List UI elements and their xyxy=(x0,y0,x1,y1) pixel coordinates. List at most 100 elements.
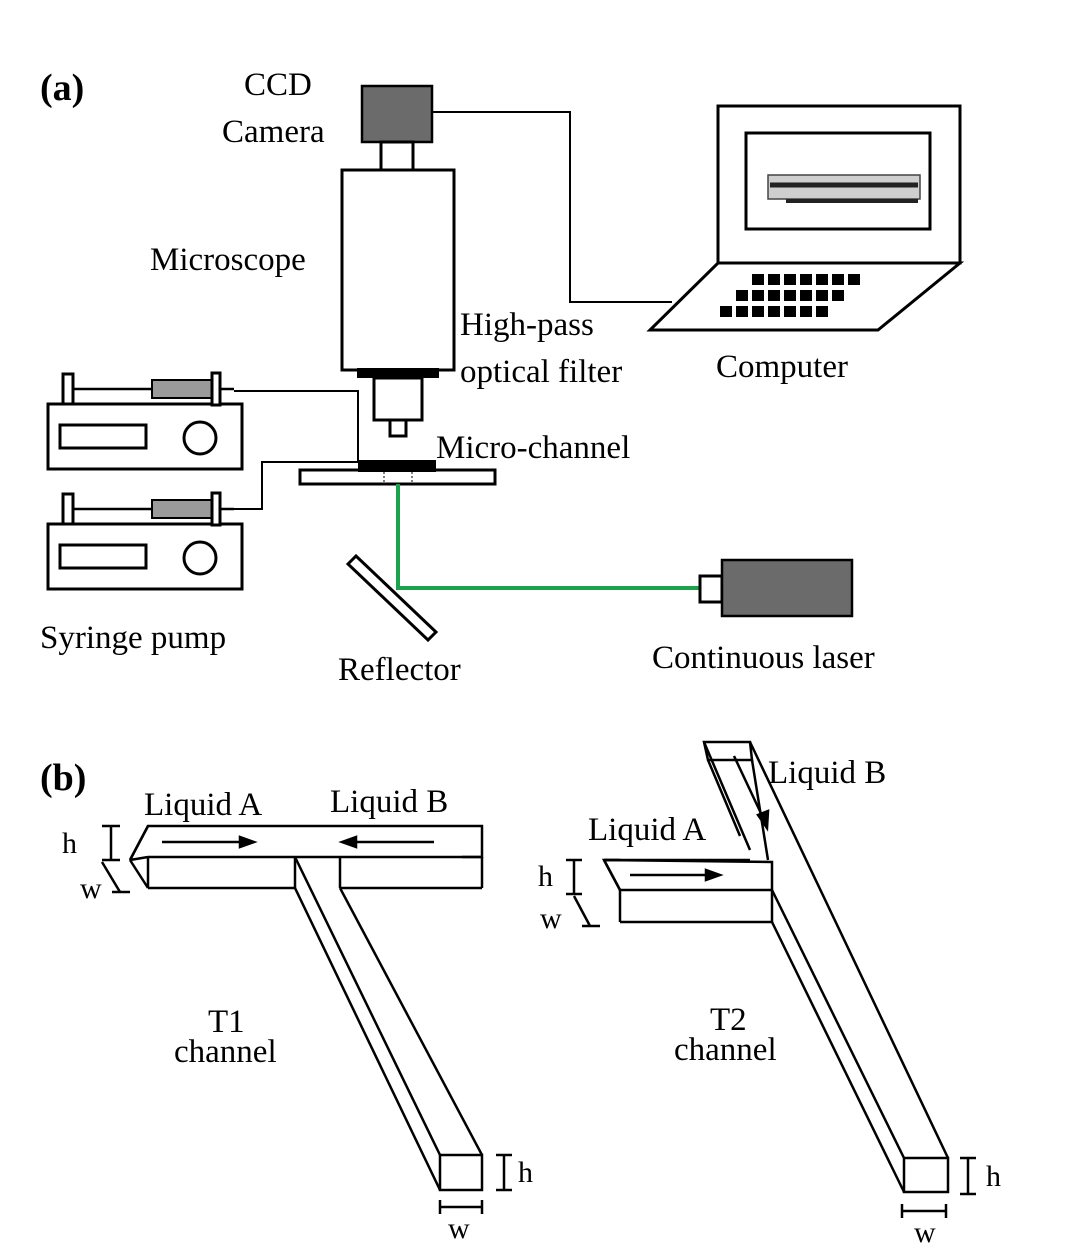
laser-aperture xyxy=(698,574,724,604)
computer-label: Computer xyxy=(716,349,848,385)
t1-arrowhead-b xyxy=(338,835,358,849)
pump-1-clamp xyxy=(210,371,222,407)
pump-1-post xyxy=(61,372,75,406)
keyboard-key xyxy=(720,306,732,317)
t1-h-label: h xyxy=(62,827,77,860)
t1-hout-label: h xyxy=(518,1156,533,1189)
camera-mount xyxy=(379,140,415,172)
stage-plate xyxy=(298,468,497,486)
t2-inlet-left-inner xyxy=(706,759,742,837)
t1-outlet-left xyxy=(293,856,442,1156)
keyboard-key xyxy=(784,274,796,285)
camera-cable xyxy=(432,111,672,303)
t1-liquid-b-label: Liquid B xyxy=(330,784,448,820)
keyboard-key xyxy=(816,274,828,285)
filter-label-line1: High-pass xyxy=(460,307,594,343)
panel-b-tag: (b) xyxy=(40,757,86,799)
pump-2-display xyxy=(58,543,148,570)
microchannel-label: Micro-channel xyxy=(436,430,630,466)
reflector-label: Reflector xyxy=(338,652,461,688)
keyboard-key xyxy=(832,274,844,285)
t2-inlet-a-corner xyxy=(602,859,622,891)
filter-label-line2: optical filter xyxy=(460,354,622,390)
computer xyxy=(646,104,965,332)
keyboard-key xyxy=(800,306,812,317)
pump-1-knob xyxy=(182,420,218,456)
t1-back-left xyxy=(128,825,150,861)
pump-1-tube xyxy=(234,390,359,462)
t2-liquid-b-label: Liquid B xyxy=(768,755,886,791)
t1-outlet-end xyxy=(438,1153,484,1192)
t2-inlet-left-outer xyxy=(702,741,752,851)
t1-w-bar xyxy=(100,861,122,893)
microscope xyxy=(340,168,456,438)
pump-2-knob xyxy=(182,540,218,576)
t1-wout-label: w xyxy=(448,1212,470,1245)
t1-outlet-inner xyxy=(293,887,442,1191)
pump-1-display xyxy=(58,423,148,450)
pump-2-clamp xyxy=(210,491,222,527)
keyboard-key xyxy=(800,274,812,285)
t2-arrowhead-a xyxy=(704,868,724,882)
t1-name-line2: channel xyxy=(174,1034,277,1070)
keyboard-key xyxy=(768,274,780,285)
continuous-laser xyxy=(698,558,854,618)
syringe-pump-1 xyxy=(46,371,244,471)
t2-outlet-inner xyxy=(770,921,906,1193)
t2-w-label: w xyxy=(540,902,562,935)
t2-hout-label: h xyxy=(986,1160,1001,1193)
t1-liquid-a-label: Liquid A xyxy=(144,787,262,823)
keyboard-key xyxy=(848,274,860,285)
syringe-pump-2 xyxy=(46,491,244,591)
laser-body xyxy=(720,558,854,618)
t2-arrowhead-b xyxy=(756,809,770,832)
objective-tip xyxy=(388,418,408,438)
microchannel-chip xyxy=(358,460,436,472)
pump-1-syringe xyxy=(151,379,219,399)
t2-outlet-end xyxy=(902,1156,950,1194)
camera-label-line2: Camera xyxy=(222,114,325,150)
t1-name-line1: T1 xyxy=(208,1004,245,1040)
t1-corner xyxy=(129,855,149,862)
microscope-label: Microscope xyxy=(150,242,306,278)
keyboard-key xyxy=(816,306,828,317)
t2-main-right xyxy=(748,741,950,1159)
panel-b: (b) xyxy=(40,740,1001,1247)
t2-channel xyxy=(566,740,976,1218)
keyboard-key xyxy=(784,306,796,317)
t2-wout-label: w xyxy=(914,1216,936,1247)
t1-outlet-right xyxy=(338,887,484,1156)
keyboard-key xyxy=(832,290,844,301)
keyboard-key xyxy=(816,290,828,301)
optical-filter xyxy=(357,368,439,378)
keyboard-key xyxy=(784,290,796,301)
keyboard-key xyxy=(768,306,780,317)
keyboard-key xyxy=(736,290,748,301)
t2-name-line1: T2 xyxy=(710,1002,747,1038)
t2-outlet-left xyxy=(770,889,906,1159)
reflector xyxy=(345,553,439,643)
keyboard-key xyxy=(752,274,764,285)
keyboard-key xyxy=(752,306,764,317)
microscope-body xyxy=(340,168,456,372)
pump-2-syringe xyxy=(151,499,219,519)
t2-h-label: h xyxy=(538,860,553,893)
pump-2-tube xyxy=(234,461,358,510)
objective-lens xyxy=(372,376,424,422)
keyboard-key xyxy=(800,290,812,301)
keyboard-key xyxy=(752,290,764,301)
pump-2-post xyxy=(61,492,75,526)
t1-left-edge xyxy=(128,859,150,889)
t2-liquid-a-label: Liquid A xyxy=(588,812,706,848)
laptop-keyboard xyxy=(720,274,860,317)
camera-label-line1: CCD xyxy=(244,67,312,103)
panel-a: (a) CCD Camera Microscope High-pass opti… xyxy=(40,67,965,688)
t2-name-line2: channel xyxy=(674,1032,777,1068)
laser-beam xyxy=(396,484,700,590)
t1-channel xyxy=(100,824,512,1214)
keyboard-key xyxy=(768,290,780,301)
laser-label: Continuous laser xyxy=(652,640,875,676)
microchannel-stage xyxy=(298,460,497,486)
ccd-camera xyxy=(360,84,434,172)
